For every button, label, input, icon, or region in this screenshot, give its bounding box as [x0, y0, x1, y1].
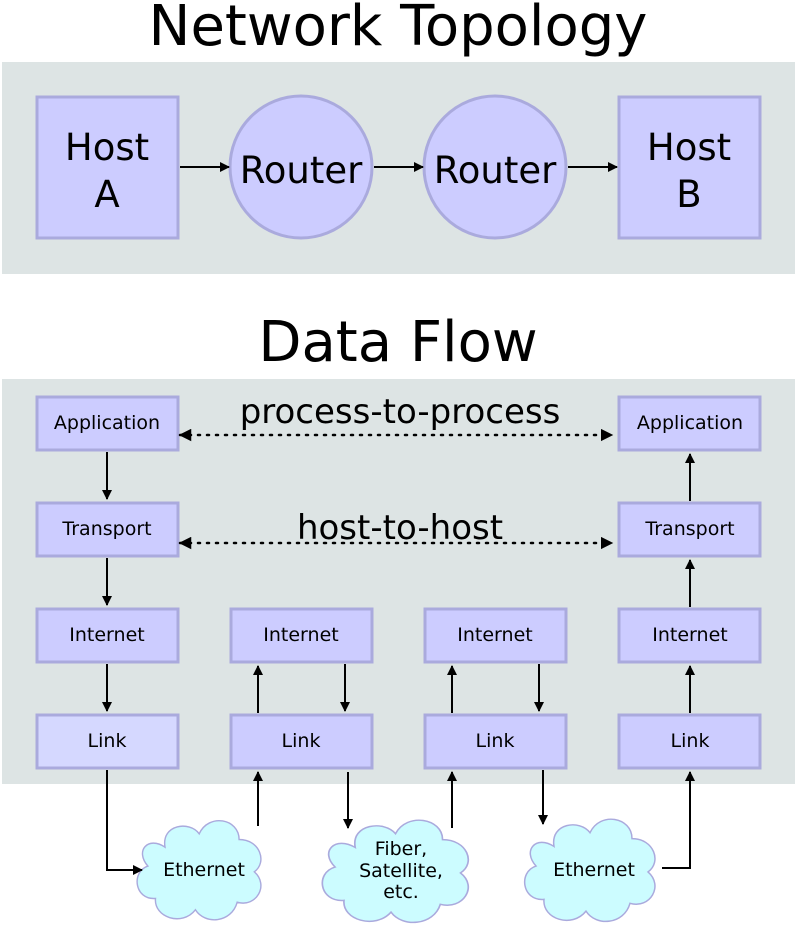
host-b-label-line2: B [676, 173, 701, 216]
router-2-internet-label: Internet [457, 624, 532, 646]
process-to-process-label: process-to-process [240, 392, 561, 432]
ethernet-2-label: Ethernet [553, 859, 635, 881]
router-1-internet-label: Internet [263, 624, 338, 646]
arrow-ethernet-2-to-b-link [662, 771, 695, 869]
router-2-label: Router [434, 149, 557, 192]
stack-a-internet-label: Internet [69, 624, 144, 646]
stack-b-transport-label: Transport [644, 518, 734, 540]
host-a-label-line2: A [94, 173, 119, 216]
router-1-stack: Internet Link [229, 607, 374, 770]
topology-title: Network Topology [149, 0, 648, 59]
router-1-link-label: Link [282, 730, 321, 752]
stack-a-link-label: Link [88, 730, 127, 752]
router-1-internet [229, 607, 374, 664]
router-2-link-label: Link [476, 730, 515, 752]
host-b-node: Host B [617, 95, 762, 240]
stack-a-transport [35, 501, 180, 558]
stack-a-link [35, 713, 180, 770]
arrow-a-link-to-ethernet-1 [106, 770, 143, 875]
router-2-stack: Internet Link [423, 607, 568, 770]
stack-b-transport [617, 501, 762, 558]
stack-b-application [617, 395, 762, 452]
fiber-label-line3: etc. [383, 881, 419, 903]
host-to-host-label: host-to-host [297, 508, 503, 548]
dataflow-title: Data Flow [258, 310, 537, 375]
fiber-cloud: Fiber, Satellite, etc. [321, 819, 470, 924]
stack-b-internet [617, 607, 762, 664]
stack-b-link [617, 713, 762, 770]
router-1-label: Router [240, 149, 363, 192]
fiber-label-line2: Satellite, [359, 860, 443, 882]
router-2-node: Router [422, 94, 568, 240]
router-2-internet [423, 607, 568, 664]
host-a-node: Host A [35, 95, 180, 240]
router-1-node: Router [228, 94, 374, 240]
stack-a-internet [35, 607, 180, 664]
router-2-link [423, 713, 568, 770]
ethernet-1-label: Ethernet [163, 859, 245, 881]
stack-a-application-label: Application [54, 412, 160, 434]
stack-b-application-label: Application [637, 412, 743, 434]
stack-a-application [35, 395, 180, 452]
stack-b-internet-label: Internet [652, 624, 727, 646]
stack-a: Application Transport Internet Link [35, 395, 180, 770]
stack-a-transport-label: Transport [61, 518, 151, 540]
ethernet-cloud-1: Ethernet [136, 819, 262, 921]
router-1-link [229, 713, 374, 770]
ethernet-cloud-2: Ethernet [523, 818, 656, 923]
host-a-label-line1: Host [65, 126, 149, 169]
stack-b: Application Transport Internet Link [617, 395, 762, 770]
host-b-label-line1: Host [647, 126, 731, 169]
fiber-label-line1: Fiber, [375, 838, 427, 860]
stack-b-link-label: Link [671, 730, 710, 752]
